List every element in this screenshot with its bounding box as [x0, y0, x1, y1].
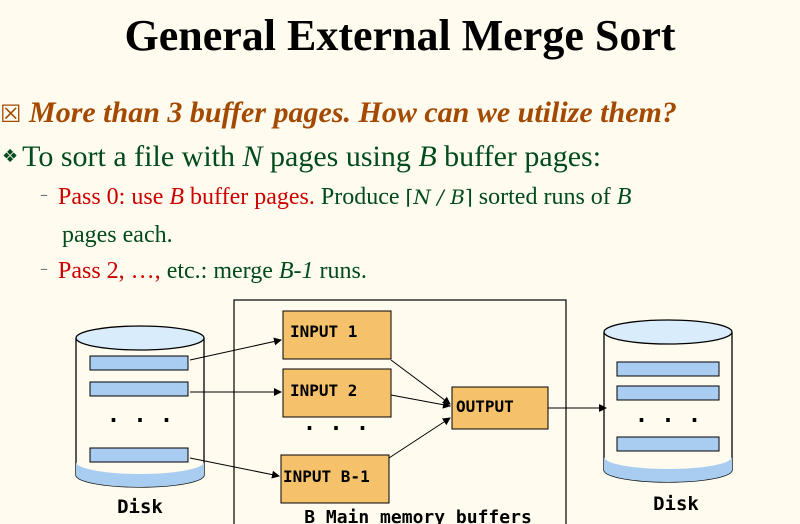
slide-title: General External Merge Sort: [124, 11, 676, 60]
right-disk-dots: . . .: [635, 403, 701, 428]
output-buffer: [451, 386, 549, 430]
pass0-produce: sorted runs of: [472, 184, 617, 210]
pass0-text: Pass 0: use: [58, 184, 170, 210]
input-buffer-last: [280, 454, 390, 504]
var-b-1: B-1: [278, 258, 314, 284]
bullet-sort-file: ❖To sort a file with N pages using B buf…: [2, 140, 601, 174]
left-disk: . . .: [75, 325, 205, 488]
pass2-merge: runs.: [313, 258, 367, 284]
bullet-buffer-pages-text: More than 3 buffer pages. How can we uti…: [29, 96, 677, 129]
bullet-sort-text: To sort a file with: [22, 140, 243, 173]
disk-page: [89, 447, 189, 463]
input-buffer-2: [282, 368, 392, 418]
arrow-input-last-to-output: [388, 417, 451, 459]
var-b: B: [418, 140, 437, 173]
disk-page: [616, 436, 720, 452]
var-b: B: [169, 184, 185, 210]
arrow-input2-to-output: [390, 394, 451, 409]
disk-page: [89, 355, 189, 371]
arrow-disk-to-input1: [189, 337, 282, 361]
input-buffer-2-label: INPUT 2: [290, 381, 357, 400]
var-n: N: [242, 140, 263, 173]
sub-bullet-pass0: –Pass 0: use B buffer pages. Produce ⌈N …: [40, 184, 631, 211]
disk-page: [616, 385, 720, 401]
ceil-open: ⌈: [405, 185, 414, 209]
left-disk-dots: . . .: [107, 403, 173, 428]
disk-page: [616, 361, 720, 377]
arrow-input1-to-output: [390, 359, 451, 405]
pass0-text: buffer pages.: [184, 184, 315, 210]
pass0-produce: Produce: [314, 184, 406, 210]
disk-page: [89, 381, 189, 397]
pass2-text: Pass 2, …,: [58, 258, 167, 284]
memory-label: B Main memory buffers: [304, 507, 532, 524]
bullet-buffer-pages: ☒ More than 3 buffer pages. How can we u…: [0, 96, 677, 130]
memory-dots: . . .: [303, 411, 369, 436]
ceil-close: ⌉: [464, 185, 473, 209]
input-buffer-last-label: INPUT B-1: [283, 467, 370, 486]
dash-bullet: –: [40, 259, 48, 278]
pass0-continuation: pages each.: [62, 222, 173, 248]
arrow-disk-to-input-last: [189, 457, 280, 479]
dash-bullet: –: [40, 185, 48, 204]
pass2-merge: etc.: merge: [166, 258, 279, 284]
input-buffer-1: [282, 310, 392, 360]
bullet-sort-text: buffer pages:: [436, 140, 602, 173]
input-buffer-1-label: INPUT 1: [290, 322, 357, 341]
output-buffer-label: OUTPUT: [456, 397, 514, 416]
main-memory-box: [233, 299, 567, 524]
diamond-bullet-icon: ❖: [2, 146, 19, 167]
right-disk-label: Disk: [653, 493, 699, 515]
right-disk: . . .: [603, 319, 733, 483]
ballot-box-x-icon: ☒: [0, 100, 22, 128]
var-b: B: [616, 184, 632, 210]
bullet-sort-text: pages using: [262, 140, 419, 173]
ceil-expression: N / B: [413, 185, 465, 209]
sub-bullet-pass2: –Pass 2, …, etc.: merge B-1 runs.: [40, 258, 367, 285]
left-disk-label: Disk: [117, 496, 163, 518]
